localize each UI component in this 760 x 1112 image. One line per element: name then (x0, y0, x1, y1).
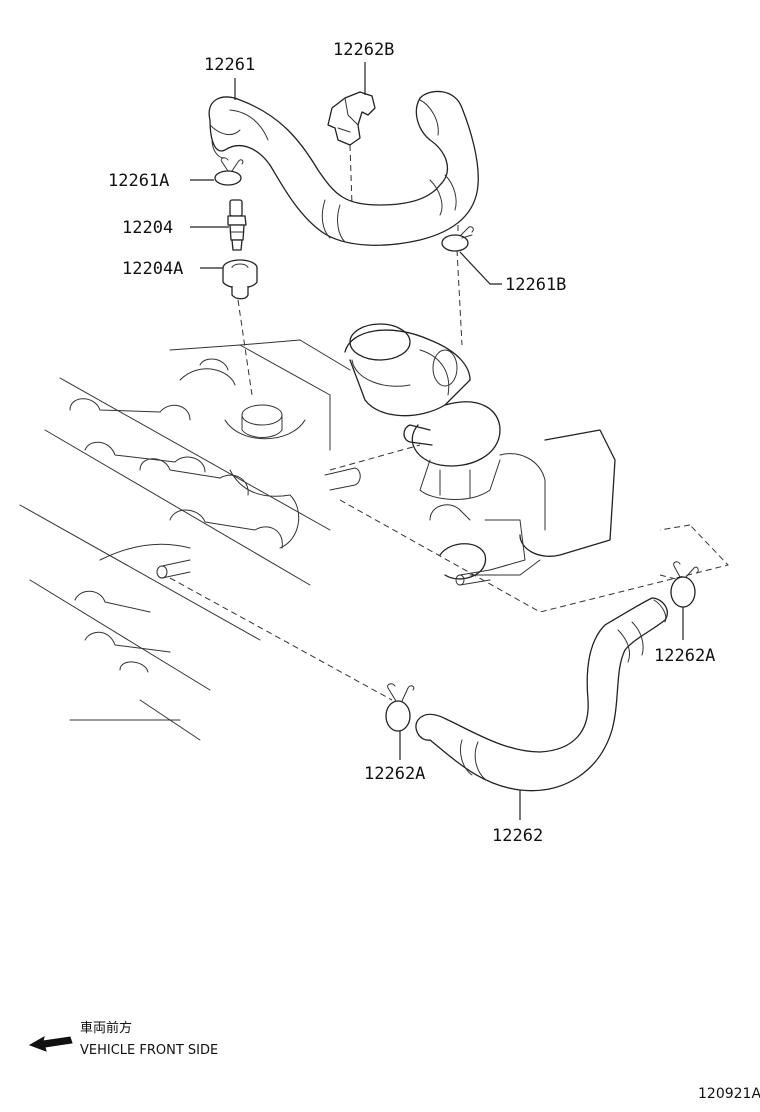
label-12261: 12261 (204, 55, 255, 75)
reference-code: 120921A (698, 1086, 760, 1102)
engine-block-outline (19, 339, 361, 741)
label-12262A-right: 12262A (654, 646, 715, 666)
label-12262B: 12262B (333, 40, 394, 60)
grommet-12204A (222, 259, 258, 300)
direction-note-english: VEHICLE FRONT SIDE (80, 1043, 218, 1058)
label-12262: 12262 (492, 826, 543, 846)
label-12261A: 12261A (108, 171, 169, 191)
bracket-12262B (327, 91, 376, 146)
hose-12261 (208, 90, 479, 246)
throttle-body (344, 323, 616, 586)
pcv-valve-12204 (227, 199, 247, 251)
label-12261B: 12261B (505, 275, 566, 295)
clamp-12261B (441, 226, 474, 252)
clamp-12262A-left (385, 683, 415, 732)
front-arrow-icon (28, 1035, 73, 1052)
label-12204A: 12204A (122, 259, 183, 279)
direction-note-japanese: 車両前方 (80, 1020, 132, 1036)
leader-lines (190, 62, 684, 820)
vehicle-front-direction: 車両前方 VEHICLE FRONT SIDE (28, 1020, 218, 1058)
hose-12262 (415, 597, 668, 792)
label-12262A-left: 12262A (364, 764, 425, 784)
clamp-12262A-right (670, 561, 699, 608)
assembly-dashed-lines (169, 144, 729, 701)
clamp-12261A (214, 157, 244, 186)
label-12204: 12204 (122, 218, 173, 238)
